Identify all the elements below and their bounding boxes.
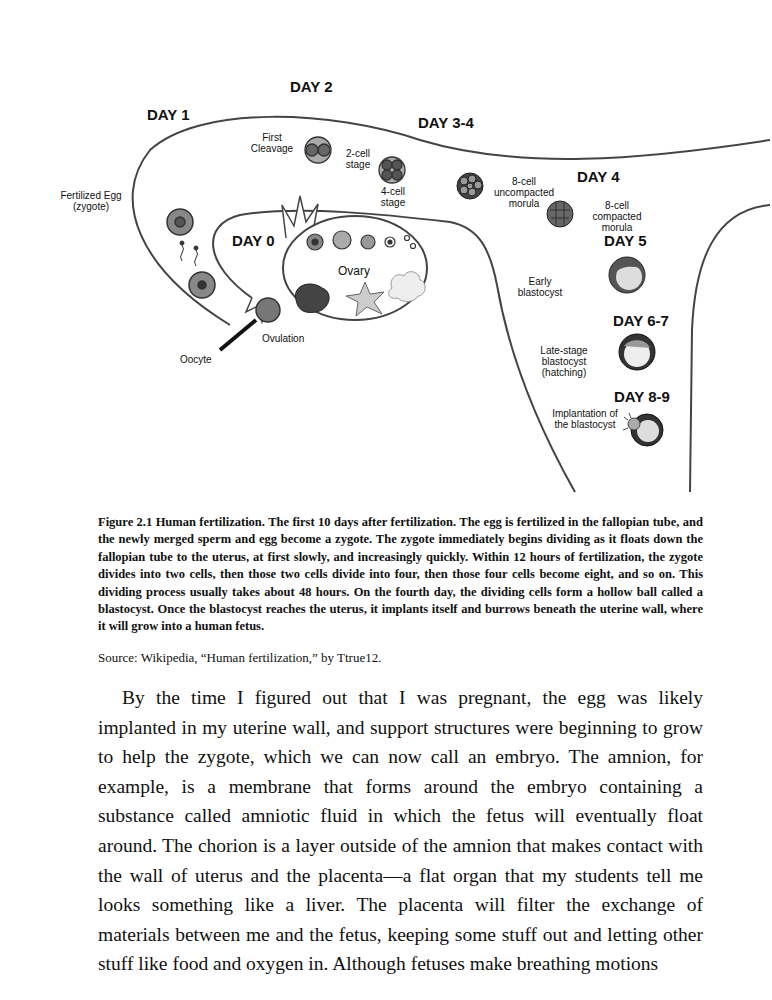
event-label: Ovulation <box>262 333 304 344</box>
early-blastocyst <box>609 257 645 293</box>
day-label: DAY 2 <box>290 78 333 95</box>
uncompacted-morula <box>457 173 483 199</box>
sperm <box>180 241 198 266</box>
oocyte <box>256 298 280 322</box>
tube-inner-wall <box>213 211 575 492</box>
day-label: DAY 3-4 <box>418 114 474 131</box>
figure-caption: Figure 2.1 Human fertilization. The firs… <box>98 514 703 636</box>
stage-label: Implantation of the blastocyst <box>552 408 618 430</box>
day-label: DAY 0 <box>232 232 275 249</box>
tube-outer-wall <box>133 117 770 325</box>
source-line: Source: Wikipedia, “Human fertilization,… <box>98 650 703 666</box>
cell-label: Oocyte <box>180 354 212 365</box>
stage-label: Early blastocyst <box>512 276 568 298</box>
day-label: DAY 8-9 <box>614 388 670 405</box>
corpus-luteum <box>346 282 384 316</box>
day-label: DAY 1 <box>147 106 190 123</box>
corpus-hemorrhagicum <box>295 284 329 313</box>
day-label: DAY 6-7 <box>613 312 669 329</box>
uterus-wall <box>690 205 770 492</box>
late-blastocyst <box>619 334 655 370</box>
oocyte-arrow <box>220 320 256 350</box>
follicles <box>307 231 416 250</box>
day-label: DAY 5 <box>604 232 647 249</box>
two-cell <box>305 137 331 163</box>
organ-label: Ovary <box>338 264 370 278</box>
stage-label: First Cleavage <box>246 132 298 154</box>
stage-label: 4-cell stage <box>372 186 414 208</box>
compacted-morula <box>547 201 573 227</box>
day-label: DAY 4 <box>577 168 620 185</box>
corpus-albicans <box>389 272 425 302</box>
implanting-blastocyst <box>623 413 663 446</box>
four-cell <box>379 157 405 183</box>
body-paragraph: By the time I figured out that I was pre… <box>98 683 703 979</box>
stage-label: 8-cell uncompacted morula <box>490 176 558 209</box>
zygote <box>167 209 215 298</box>
stage-label: Fertilized Egg (zygote) <box>60 190 122 212</box>
stage-label: 8-cell compacted morula <box>586 200 648 233</box>
stage-label: 2-cell stage <box>338 148 378 170</box>
ovary <box>283 216 427 320</box>
stage-label: Late-stage blastocyst (hatching) <box>528 345 600 378</box>
